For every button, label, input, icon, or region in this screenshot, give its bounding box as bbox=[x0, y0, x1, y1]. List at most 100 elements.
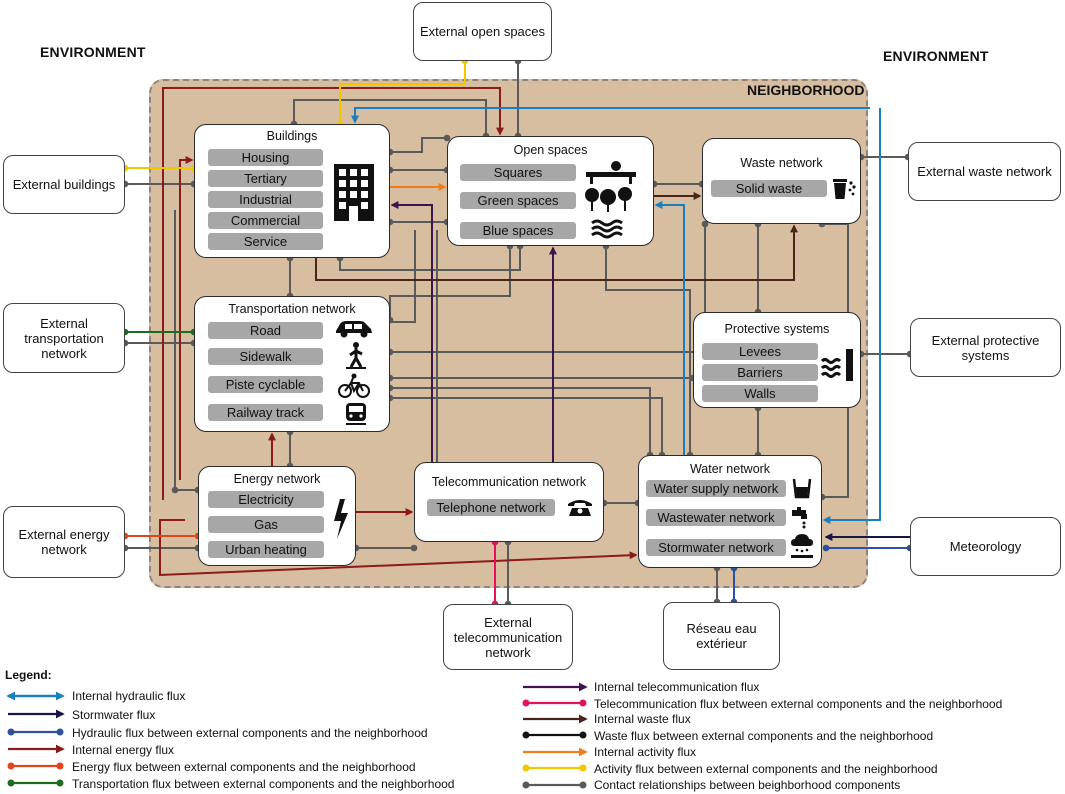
water-network-box[interactable]: Water network Water supply network Waste… bbox=[638, 455, 822, 568]
legend-label-telecom-internal: Internal telecommunication flux bbox=[594, 680, 760, 694]
transport-item-road: Road bbox=[208, 322, 323, 339]
tap-icon bbox=[792, 507, 807, 529]
external-open-spaces-box[interactable]: External open spaces bbox=[413, 2, 552, 61]
neighborhood-label: NEIGHBORHOOD bbox=[747, 82, 865, 98]
buildings-item-tertiary: Tertiary bbox=[208, 170, 323, 187]
buildings-item-industrial: Industrial bbox=[208, 191, 323, 208]
legend-label-activity-external: Activity flux between external component… bbox=[594, 762, 938, 776]
waste-item-solid: Solid waste bbox=[711, 180, 827, 197]
legend-label-hydraulic-internal: Internal hydraulic flux bbox=[72, 689, 186, 703]
connection-dot bbox=[822, 544, 830, 552]
water-item-wastewater: Wastewater network bbox=[646, 509, 786, 526]
open-spaces-item-blue: Blue spaces bbox=[460, 222, 576, 239]
open-spaces-item-green: Green spaces bbox=[460, 192, 576, 209]
contact-line bbox=[389, 246, 511, 320]
buildings-item-service: Service bbox=[208, 233, 323, 250]
contact-line bbox=[390, 397, 663, 455]
meteorology-box[interactable]: Meteorology bbox=[910, 517, 1061, 576]
transport-item-railway: Railway track bbox=[208, 404, 323, 421]
external-water-label: Réseau eau extérieur bbox=[686, 621, 757, 651]
energy-item-electricity: Electricity bbox=[208, 491, 324, 508]
legend-label-contact: Contact relationships between beighborho… bbox=[594, 778, 901, 792]
external-telecom-label: External telecommunication network bbox=[453, 614, 563, 660]
legend-symbol-dot bbox=[7, 762, 15, 770]
transport-item-sidewalk: Sidewalk bbox=[208, 348, 323, 365]
train-icon bbox=[346, 403, 366, 425]
legend-symbol-dot bbox=[7, 728, 15, 736]
telecom-network-box[interactable]: Telecommunication network Telephone netw… bbox=[414, 462, 604, 542]
energy-internal-flux bbox=[159, 519, 638, 577]
hydraulic-internal-flux bbox=[351, 107, 870, 124]
buildings-item-commercial: Commercial bbox=[208, 212, 323, 229]
legend-symbol-dot bbox=[56, 762, 64, 770]
water-item-stormwater: Stormwater network bbox=[646, 539, 786, 556]
energy-item-gas: Gas bbox=[208, 516, 324, 533]
legend-symbol-dot bbox=[522, 781, 530, 789]
legend-symbol-dot bbox=[579, 764, 587, 772]
external-water-box[interactable]: Réseau eau extérieur bbox=[663, 602, 780, 670]
legend-title: Legend: bbox=[5, 668, 52, 682]
contact-line bbox=[390, 387, 651, 455]
transportation-network-box[interactable]: Transportation network Road Sidewalk Pis… bbox=[194, 296, 390, 432]
glass-icon bbox=[792, 478, 812, 499]
legend-symbol-dot bbox=[56, 779, 64, 787]
waste-network-title: Waste network bbox=[740, 156, 823, 170]
connection-dot bbox=[701, 220, 709, 228]
telephone-icon bbox=[568, 500, 592, 516]
legend-label-telecom-external: Telecommunication flux between external … bbox=[594, 697, 1003, 711]
water-network-title: Water network bbox=[689, 462, 771, 476]
hydraulic-internal-flux bbox=[654, 201, 685, 455]
contact-line bbox=[339, 246, 521, 271]
building-icon bbox=[334, 164, 374, 221]
legend-symbol-dot bbox=[579, 781, 587, 789]
pedestrian-icon bbox=[346, 342, 366, 369]
contact-line bbox=[390, 230, 416, 323]
external-telecom-box[interactable]: External telecommunication network bbox=[443, 604, 573, 670]
waste-internal-flux bbox=[315, 224, 798, 281]
bicycle-icon bbox=[338, 373, 370, 398]
telecom-item-telephone: Telephone network bbox=[427, 499, 555, 516]
activity-external-flux bbox=[339, 61, 466, 124]
legend-label-energy-internal: Internal energy flux bbox=[72, 743, 175, 757]
external-transportation-label: External transportation network bbox=[24, 315, 104, 361]
trash-bin-icon bbox=[833, 179, 856, 199]
legend-label-hydraulic-external: Hydraulic flux between external componen… bbox=[72, 726, 428, 740]
buildings-box[interactable]: Buildings Housing Tertiary Industrial Co… bbox=[194, 124, 390, 258]
transportation-network-title: Transportation network bbox=[228, 302, 356, 316]
energy-network-title: Energy network bbox=[233, 472, 321, 486]
external-energy-box[interactable]: External energy network bbox=[3, 506, 125, 578]
legend-symbol-dot bbox=[579, 731, 587, 739]
energy-network-box[interactable]: Energy network Electricity Gas Urban hea… bbox=[198, 466, 356, 566]
contact-line bbox=[293, 99, 487, 136]
waste-network-box[interactable]: Waste network Solid waste bbox=[702, 138, 861, 224]
legend-label-activity-internal: Internal activity flux bbox=[594, 745, 697, 759]
protective-item-levees: Levees bbox=[702, 343, 818, 360]
hydraulic-internal-flux bbox=[822, 108, 881, 524]
external-waste-box[interactable]: External waste network bbox=[908, 142, 1061, 201]
park-icon bbox=[585, 161, 636, 239]
rain-cloud-icon bbox=[791, 534, 813, 558]
contact-line bbox=[605, 246, 691, 455]
open-spaces-box[interactable]: Open spaces Squares Green spaces Blue sp… bbox=[447, 136, 654, 246]
car-icon bbox=[336, 321, 372, 338]
legend-symbol-dot bbox=[56, 728, 64, 736]
energy-internal-flux bbox=[179, 156, 194, 480]
open-spaces-title: Open spaces bbox=[513, 143, 588, 157]
protective-systems-box[interactable]: Protective systems Levees Barriers Walls bbox=[693, 312, 861, 408]
external-waste-label: External waste network bbox=[917, 164, 1052, 179]
external-transportation-box[interactable]: External transportation network bbox=[3, 303, 125, 373]
legend-label-energy-external: Energy flux between external components … bbox=[72, 760, 416, 774]
legend-label-waste-internal: Internal waste flux bbox=[594, 712, 691, 726]
external-protective-box[interactable]: External protective systems bbox=[910, 318, 1061, 377]
connection-dot bbox=[410, 544, 418, 552]
legend-label-waste-external: Waste flux between external components a… bbox=[594, 729, 934, 743]
telecom-network-title: Telecommunication network bbox=[431, 475, 587, 489]
legend-symbol-dot bbox=[522, 699, 530, 707]
external-buildings-box[interactable]: External buildings bbox=[3, 155, 125, 214]
contact-line bbox=[390, 137, 447, 153]
telecom-internal-flux bbox=[390, 201, 433, 462]
legend-symbol-dot bbox=[522, 764, 530, 772]
buildings-item-housing: Housing bbox=[208, 149, 323, 166]
